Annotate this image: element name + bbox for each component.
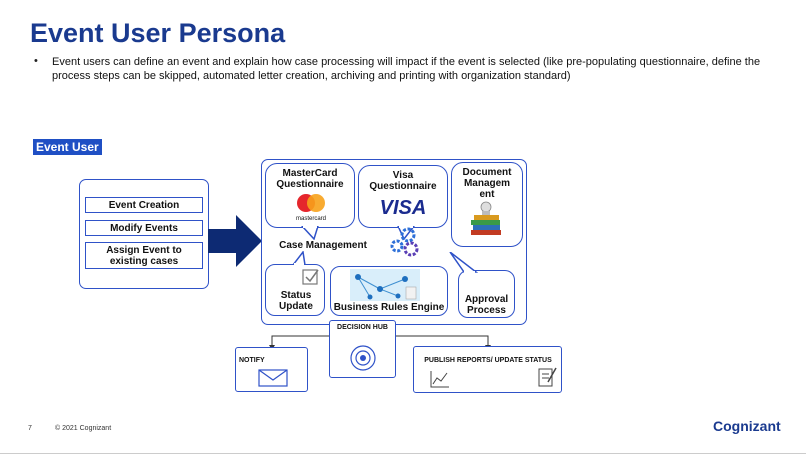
copyright: © 2021 Cognizant xyxy=(55,425,112,432)
chart-report-icon xyxy=(430,371,449,388)
mastercard-bubble-tail xyxy=(300,226,319,240)
section-label: Event User xyxy=(33,139,102,155)
status-update-label: Status Update xyxy=(279,290,313,312)
decision-hub-box xyxy=(329,320,396,378)
modify-events-item: Modify Events xyxy=(85,220,203,236)
status-bubble-tail xyxy=(292,251,306,265)
notify-label: NOTIFY xyxy=(239,357,265,364)
business-rules-label: Business Rules Engine xyxy=(333,302,445,313)
publish-label: PUBLISH REPORTS/ UPDATE STATUS xyxy=(424,357,552,364)
document-label: Document Managem ent xyxy=(462,167,512,200)
actions-panel: Event Creation Modify Events Assign Even… xyxy=(79,179,209,289)
bullet-text: Event users can define an event and expl… xyxy=(52,56,761,82)
decision-hub-label: DECISION HUB xyxy=(337,324,388,331)
assign-event-item: Assign Event to existing cases xyxy=(85,242,203,269)
hub-target-icon xyxy=(350,345,376,371)
visa-label: Visa Questionnaire xyxy=(369,170,437,192)
approval-label: Approval Process xyxy=(464,294,509,316)
document-edit-icon xyxy=(538,367,557,387)
case-management-label: Case Management xyxy=(279,240,367,251)
event-creation-item: Event Creation xyxy=(85,197,203,213)
publish-box xyxy=(413,346,562,393)
bottom-divider xyxy=(0,453,806,454)
mastercard-logo-text: mastercard xyxy=(295,216,326,222)
mail-icon xyxy=(258,369,288,387)
approval-bubble-tail xyxy=(449,252,478,274)
gears-icon xyxy=(390,227,419,257)
visa-logo: VISA xyxy=(379,197,427,219)
rules-network-icon xyxy=(350,269,420,301)
approval-bubble xyxy=(458,270,515,318)
page-number: 7 xyxy=(28,425,32,432)
checkbox-icon xyxy=(302,269,319,285)
mastercard-label: MasterCard Questionnaire xyxy=(276,168,344,190)
mastercard-logo-icon xyxy=(297,194,325,212)
visa-bubble xyxy=(358,165,448,228)
document-books-icon xyxy=(471,201,501,235)
bullet-marker: • xyxy=(34,55,38,67)
slide-title: Event User Persona xyxy=(30,18,286,48)
flow-arrow-icon xyxy=(208,215,262,267)
brand-logo: Cognizant xyxy=(713,418,781,434)
